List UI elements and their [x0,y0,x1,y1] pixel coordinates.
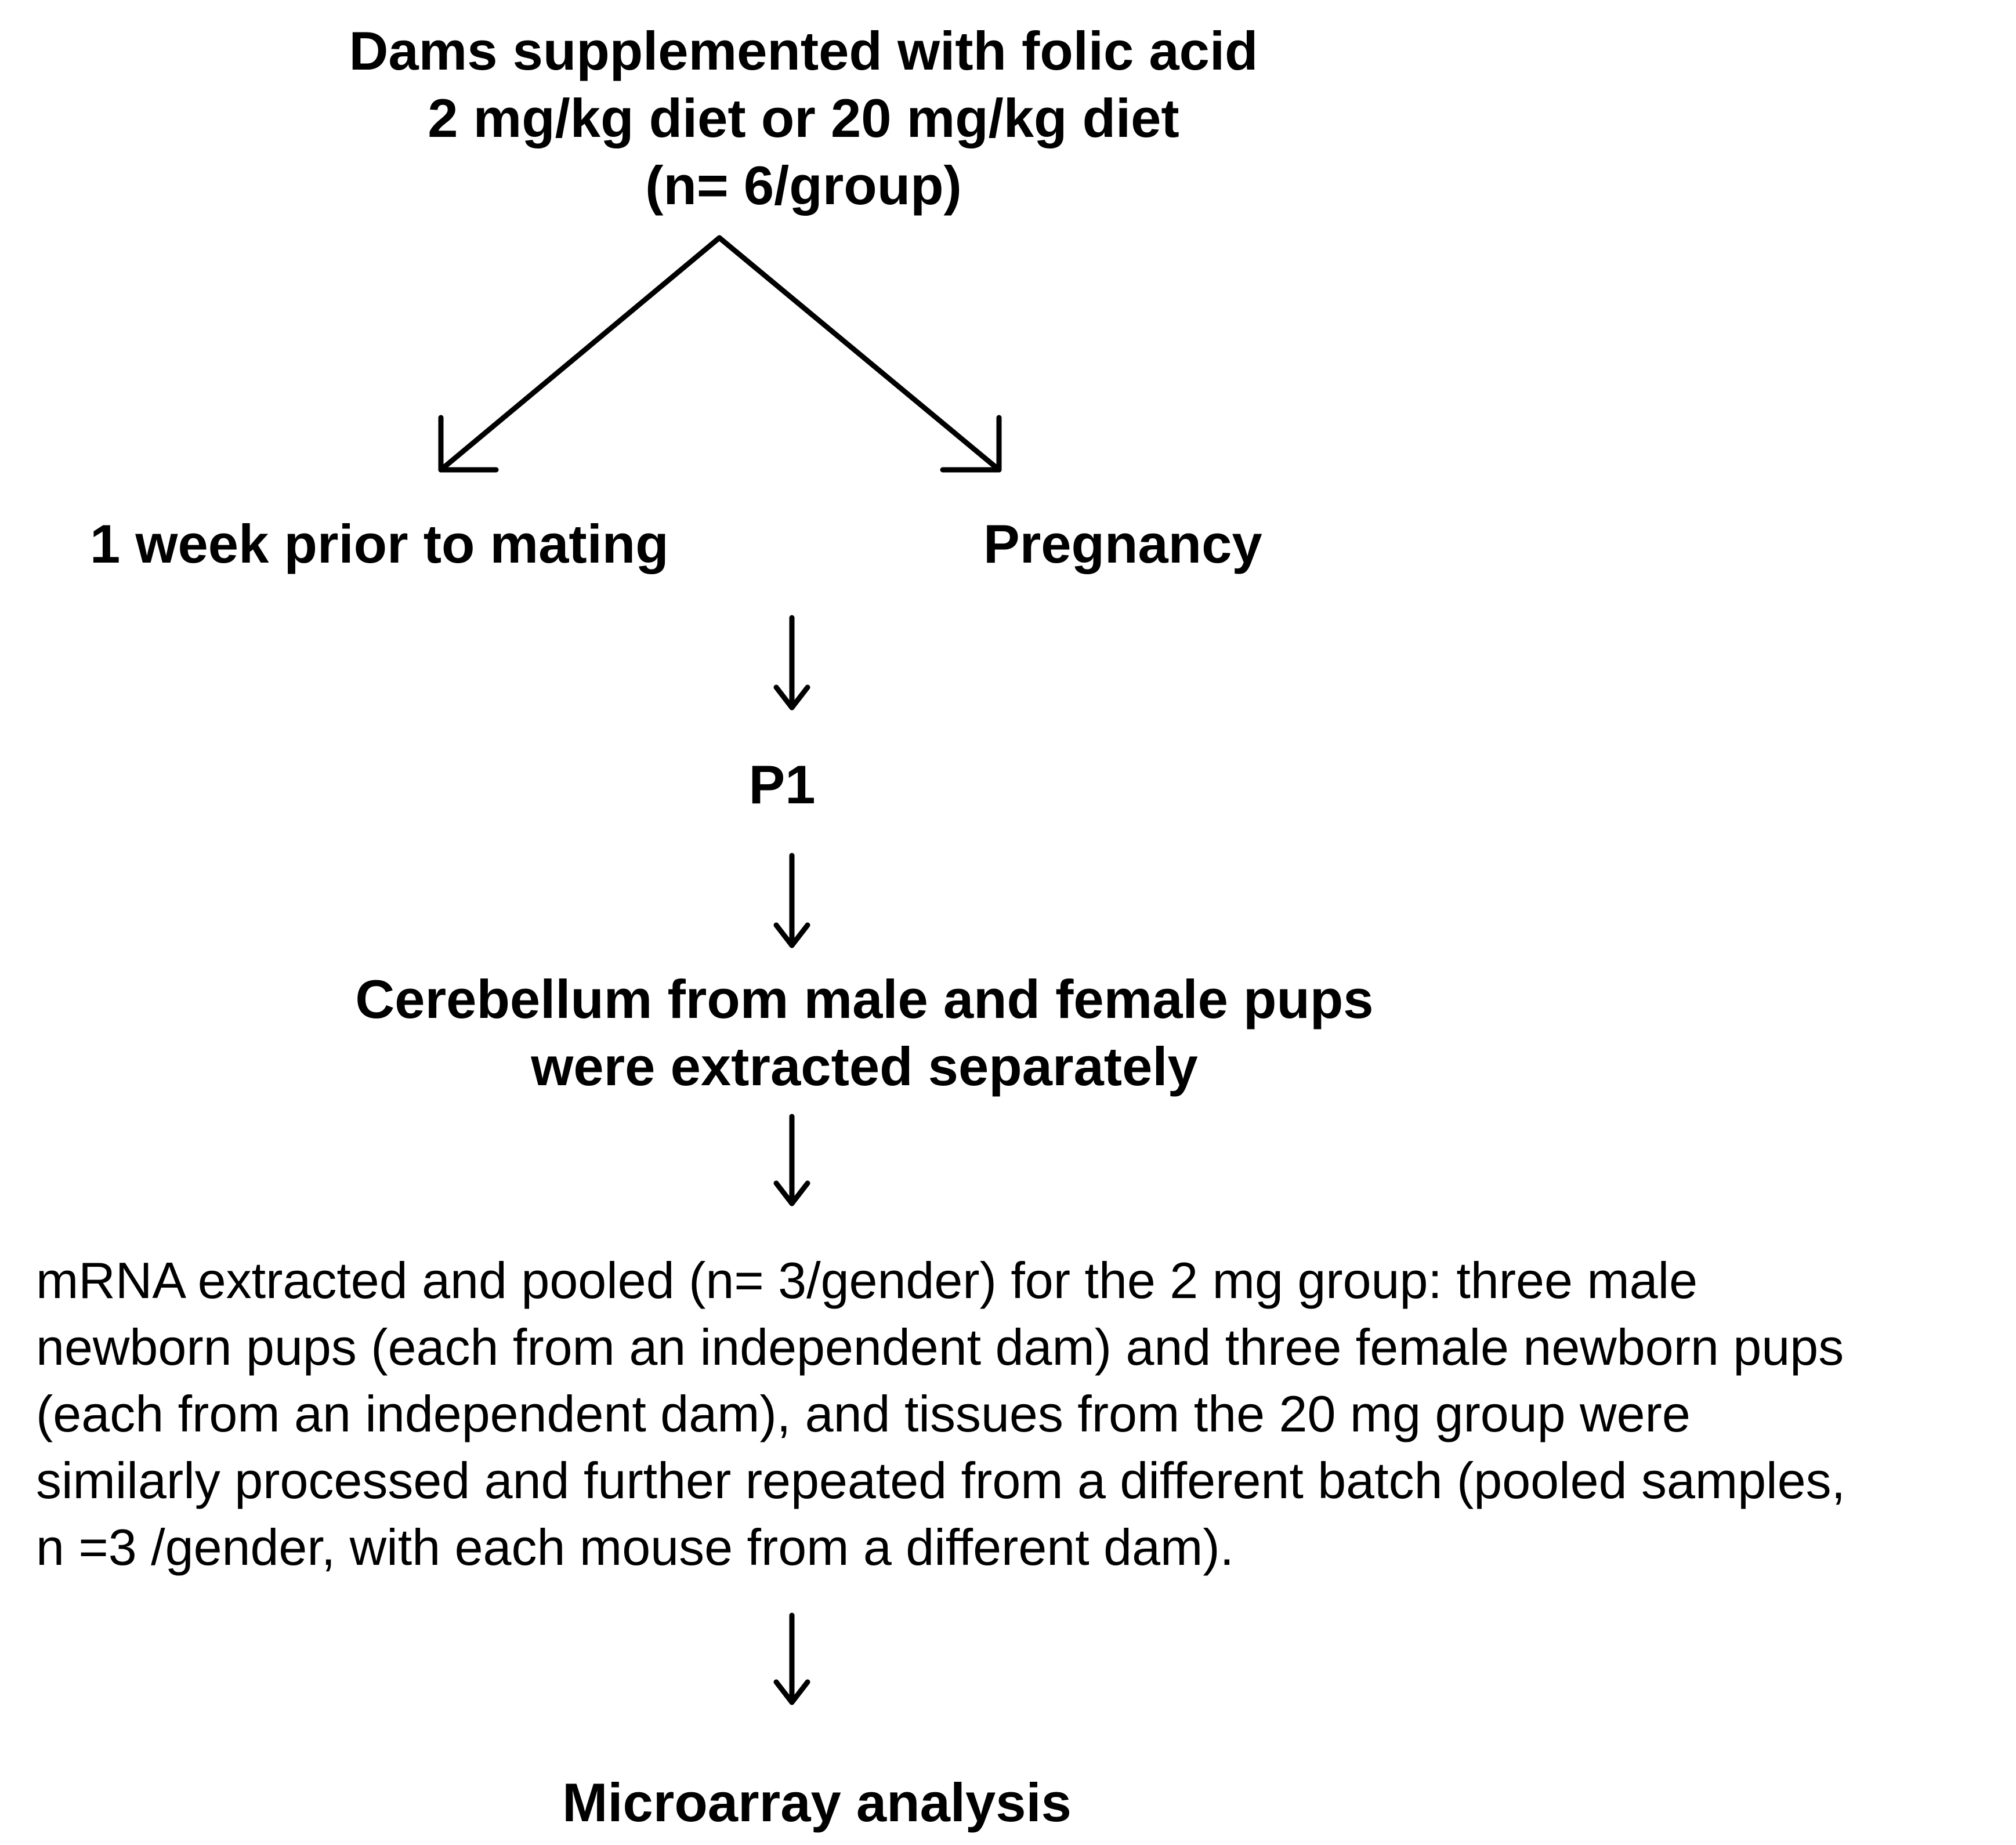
title-line-1: Dams supplemented with folic acid [349,20,1258,81]
branch-left-label: 1 week prior to mating [90,513,669,574]
mrna-line-5: n =3 /gender, with each mouse from a dif… [36,1518,1235,1576]
cerebellum-line-1: Cerebellum from male and female pups [355,969,1374,1030]
split-arrow-left [438,235,722,473]
cerebellum-line-2: were extracted separately [531,1036,1198,1097]
mrna-line-4: similarly processed and further repeated… [36,1452,1846,1509]
step-p1-label: P1 [748,754,816,815]
down-arrow-1 [773,615,810,711]
step-mrna-block: mRNA extracted and pooled (n= 3/gender) … [36,1247,1997,1581]
down-arrow-3 [773,1114,810,1206]
title-line-2: 2 mg/kg diet or 20 mg/kg diet [428,88,1179,148]
title-block: Dams supplemented with folic acid 2 mg/k… [349,17,1258,219]
step-final-label: Microarray analysis [562,1772,1072,1833]
mrna-line-3: (each from an independent dam), and tiss… [36,1385,1691,1442]
down-arrow-2 [773,853,810,948]
branch-right-label: Pregnancy [983,513,1262,574]
step-cerebellum-block: Cerebellum from male and female pups wer… [355,966,1373,1100]
down-arrow-4 [773,1612,810,1705]
mrna-line-1: mRNA extracted and pooled (n= 3/gender) … [36,1252,1698,1309]
split-arrow-right [716,235,1002,473]
title-line-3: (n= 6/group) [645,155,962,216]
mrna-line-2: newborn pups (each from an independent d… [36,1318,1844,1376]
